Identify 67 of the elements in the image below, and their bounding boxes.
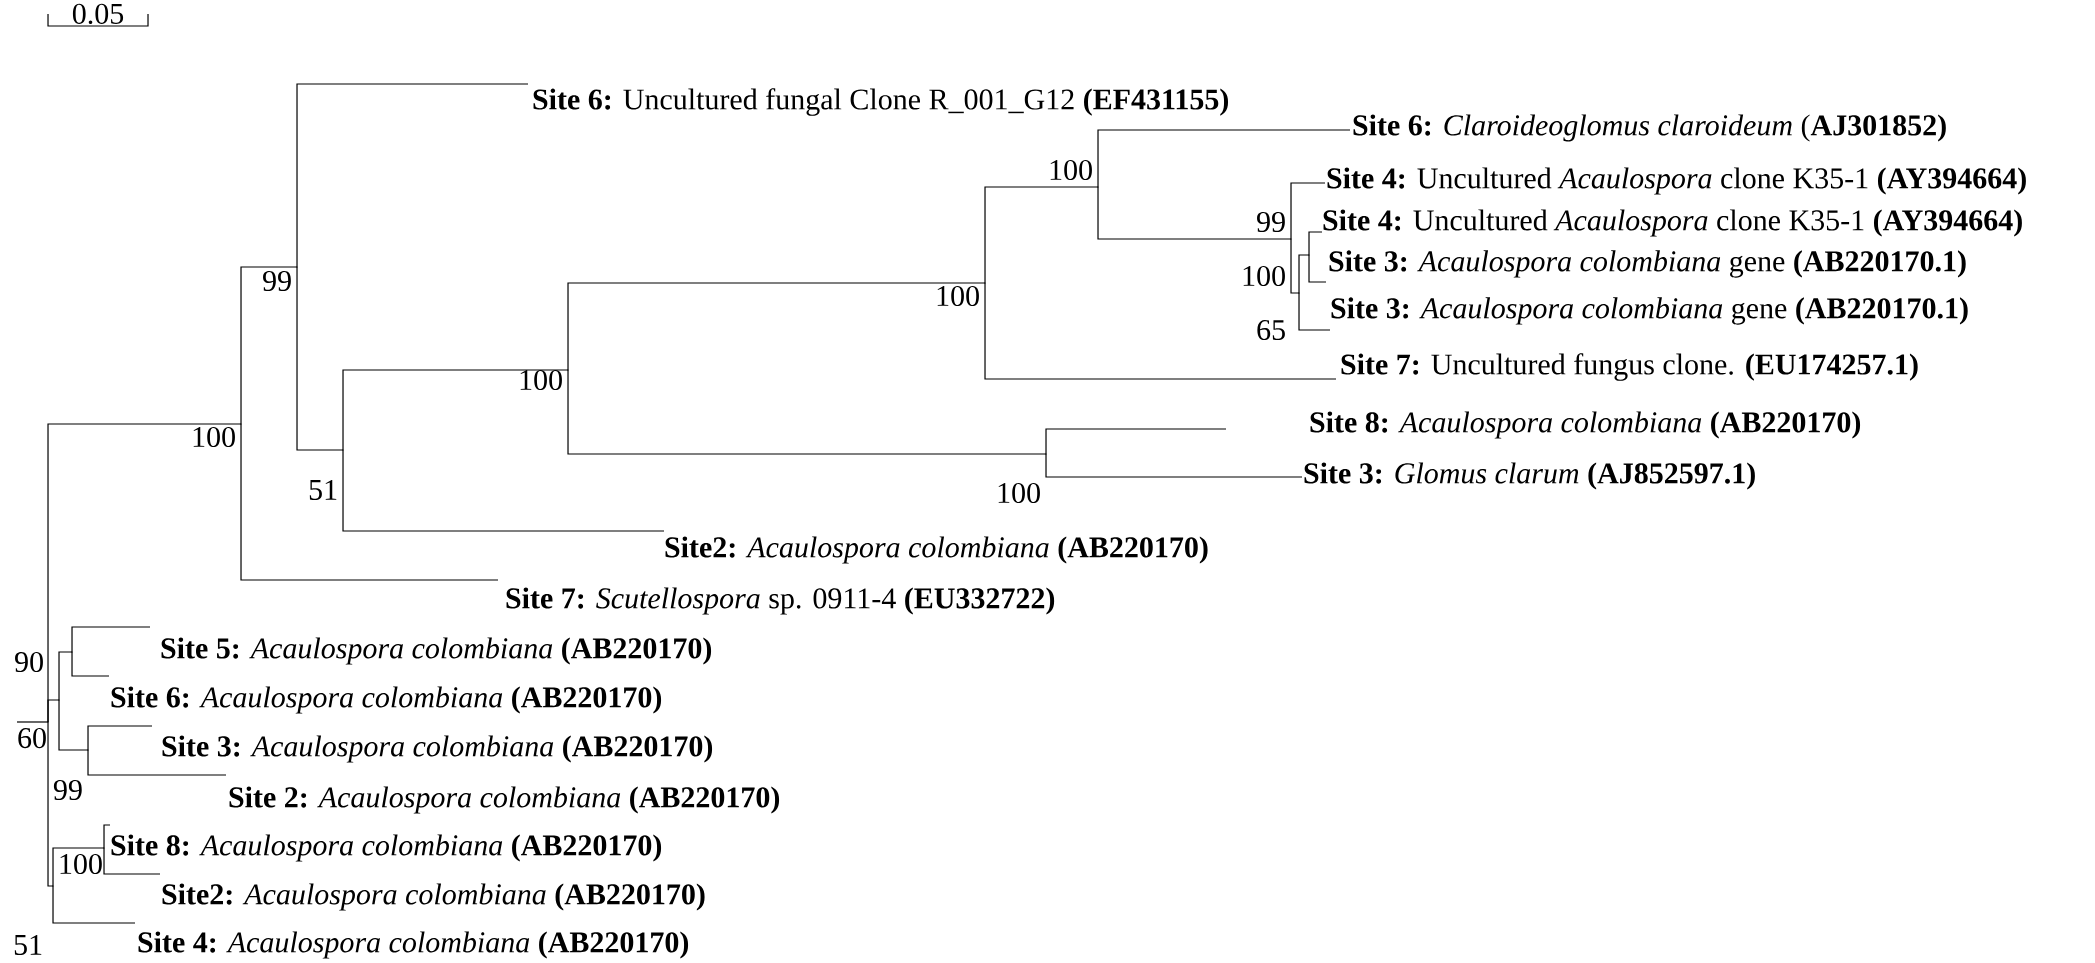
taxon-label: Site 4: Acaulospora colombiana (AB220170) bbox=[138, 931, 689, 959]
bootstrap-value: 100 bbox=[193, 426, 235, 448]
taxon-label: Site 3: Acaulospora colombiana (AB220170) bbox=[162, 735, 713, 763]
bootstrap-value: 100 bbox=[520, 369, 562, 391]
taxon-label: Site 6: Uncultured fungal Clone R_001_G12 (EF431155) bbox=[533, 88, 1229, 116]
bootstrap-value: 90 bbox=[15, 651, 43, 673]
taxon-label: Site 6: Acaulospora colombiana (AB220170) bbox=[111, 686, 662, 714]
taxon-label: Site 8: Acaulospora colombiana (AB220170) bbox=[1310, 411, 1861, 439]
tree-branch bbox=[984, 186, 1099, 284]
tree-branch bbox=[1298, 292, 1331, 331]
taxon-label: Site2: Acaulospora colombiana (AB220170) bbox=[162, 883, 705, 911]
tree-branch bbox=[103, 847, 161, 875]
tree-branch bbox=[87, 749, 227, 776]
tree-branch bbox=[47, 721, 54, 887]
taxon-label: Site 4: Uncultured Acaulospora clone K35-1 (AY394664) bbox=[1323, 209, 2022, 237]
taxon-label: Site 6: Claroideoglomus claroideum (AJ301852) bbox=[1353, 114, 1946, 142]
tree-branch bbox=[567, 369, 1047, 455]
tree-branch bbox=[52, 847, 105, 887]
tree-branch bbox=[240, 423, 499, 581]
tree-branch bbox=[567, 282, 986, 371]
bootstrap-value: 99 bbox=[1257, 211, 1285, 233]
tree-branch bbox=[296, 266, 344, 451]
bootstrap-value: 65 bbox=[1257, 319, 1285, 341]
bootstrap-value: 100 bbox=[1050, 159, 1092, 181]
tree-branch bbox=[1097, 129, 1351, 188]
tree-branch bbox=[1290, 182, 1326, 240]
tree-branch bbox=[1290, 238, 1300, 294]
tree-branch bbox=[87, 725, 153, 751]
tree-branch bbox=[1045, 453, 1303, 478]
tree-branch bbox=[1308, 231, 1323, 256]
taxon-label: Site 3: Glomus clarum (AJ852597.1) bbox=[1304, 462, 1755, 490]
taxon-label: Site 4: Uncultured Acaulospora clone K35-1 (AY394664) bbox=[1327, 167, 2026, 195]
taxon-label: Site 3: Acaulospora colombiana gene (AB220170.1) bbox=[1329, 250, 1966, 278]
tree-branch bbox=[1308, 254, 1327, 283]
tree-branch bbox=[58, 651, 73, 701]
tree-branch bbox=[58, 699, 89, 751]
bootstrap-value: 99 bbox=[53, 779, 82, 801]
tree-branch bbox=[240, 266, 298, 425]
tree-branch bbox=[1298, 254, 1310, 294]
tree-branch bbox=[1097, 186, 1292, 240]
taxon-label: Site2: Acaulospora colombiana (AB220170) bbox=[665, 536, 1208, 564]
taxon-label: Site 7: Uncultured fungus clone. (EU174257.1) bbox=[1341, 353, 1918, 381]
taxon-label: Site 2: Acaulospora colombiana (AB220170) bbox=[229, 786, 780, 814]
scale-label: 0.05 bbox=[72, 3, 124, 25]
bootstrap-value: 100 bbox=[937, 285, 979, 307]
bootstrap-value: 51 bbox=[309, 479, 337, 501]
tree-branch bbox=[71, 626, 151, 653]
tree-branch bbox=[47, 699, 60, 723]
tree-branch bbox=[16, 721, 49, 723]
bootstrap-value: 100 bbox=[60, 853, 102, 875]
tree-branch bbox=[984, 282, 1337, 380]
tree-branch bbox=[71, 651, 110, 677]
bootstrap-value: 100 bbox=[1243, 265, 1285, 287]
tree-branch bbox=[296, 83, 529, 268]
tree-branch bbox=[342, 449, 665, 532]
taxon-label: Site 3: Acaulospora colombiana gene (AB220170.1) bbox=[1331, 297, 1968, 325]
tree-branch bbox=[52, 885, 136, 924]
bootstrap-value: 51 bbox=[14, 934, 42, 956]
taxon-label: Site 8: Acaulospora colombiana (AB220170) bbox=[111, 834, 662, 862]
tree-branch bbox=[342, 369, 569, 451]
bootstrap-value: 60 bbox=[18, 727, 46, 749]
bootstrap-value: 99 bbox=[263, 270, 291, 292]
taxon-label: Site 7: Scutellospora sp. 0911-4 (EU332722) bbox=[506, 587, 1055, 615]
tree-branch bbox=[103, 824, 111, 849]
bootstrap-value: 100 bbox=[998, 482, 1040, 504]
tree-branch bbox=[1045, 428, 1227, 455]
taxon-label: Site 5: Acaulospora colombiana (AB220170) bbox=[161, 637, 712, 665]
